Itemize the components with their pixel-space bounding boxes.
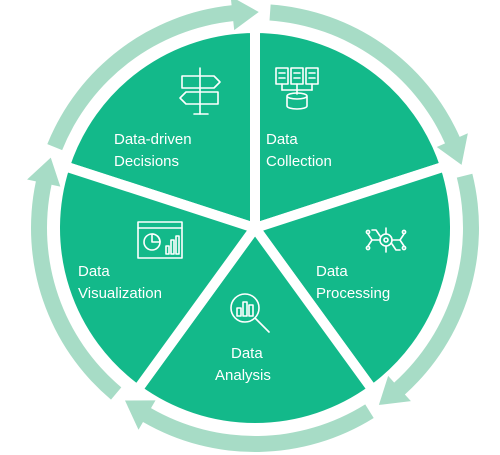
label-analysis-line1: Data [231,345,263,362]
ring-arrow-analysis-to-visualization [27,157,122,400]
ring-arrows [27,0,480,453]
ring-arrow-collection-to-processing [378,173,480,405]
label-processing-line1: Data [316,263,348,280]
ring-arrow-decisions-to-collection [269,4,468,165]
circuit-chip-icon [365,227,407,253]
label-decisions-line2: Decisions [114,153,179,170]
pie-segments [50,23,460,433]
segment-processing [250,161,460,395]
label-collection-line1: Data [266,131,298,148]
ring-arrow-visualization-to-decisions [47,0,259,151]
dashboard-chart-icon [137,221,183,259]
label-collection-line2: Collection [266,153,332,170]
label-processing-line2: Processing [316,285,390,302]
segment-visualization [50,161,260,395]
label-analysis-line2: Analysis [215,367,271,384]
signpost-icon [179,67,221,115]
ring-arrow-processing-to-analysis [125,400,374,453]
label-visualization-line1: Data [78,263,110,280]
segment-analysis [132,223,378,433]
label-visualization-line2: Visualization [78,285,162,302]
magnifier-chart-icon [230,293,270,333]
label-decisions-line1: Data-driven [114,131,192,148]
database-servers-icon [275,67,319,110]
